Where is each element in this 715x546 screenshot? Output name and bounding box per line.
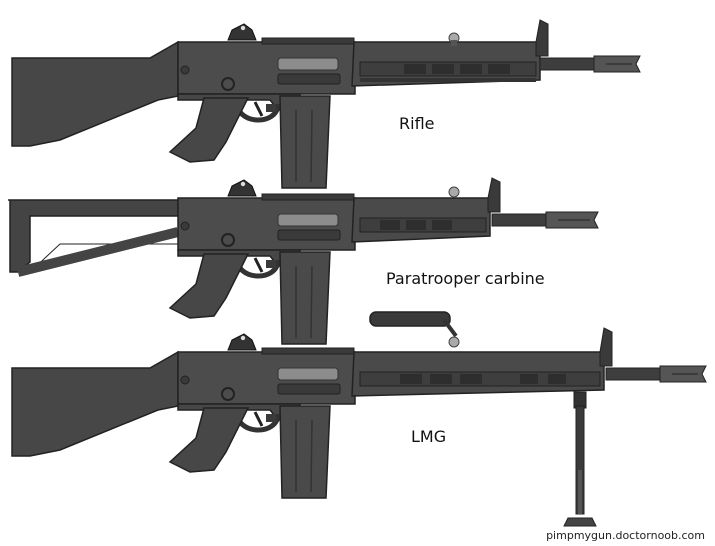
rifle-label: Rifle: [399, 114, 435, 133]
paratrooper-carbine-label: Paratrooper carbine: [386, 269, 545, 288]
watermark: pimpmygun.doctornoob.com: [546, 529, 705, 542]
rifle-illustration: [11, 19, 641, 188]
paratrooper-carbine-illustration: [8, 177, 599, 344]
lmg-label: LMG: [411, 427, 447, 446]
lmg-illustration: [11, 311, 707, 527]
